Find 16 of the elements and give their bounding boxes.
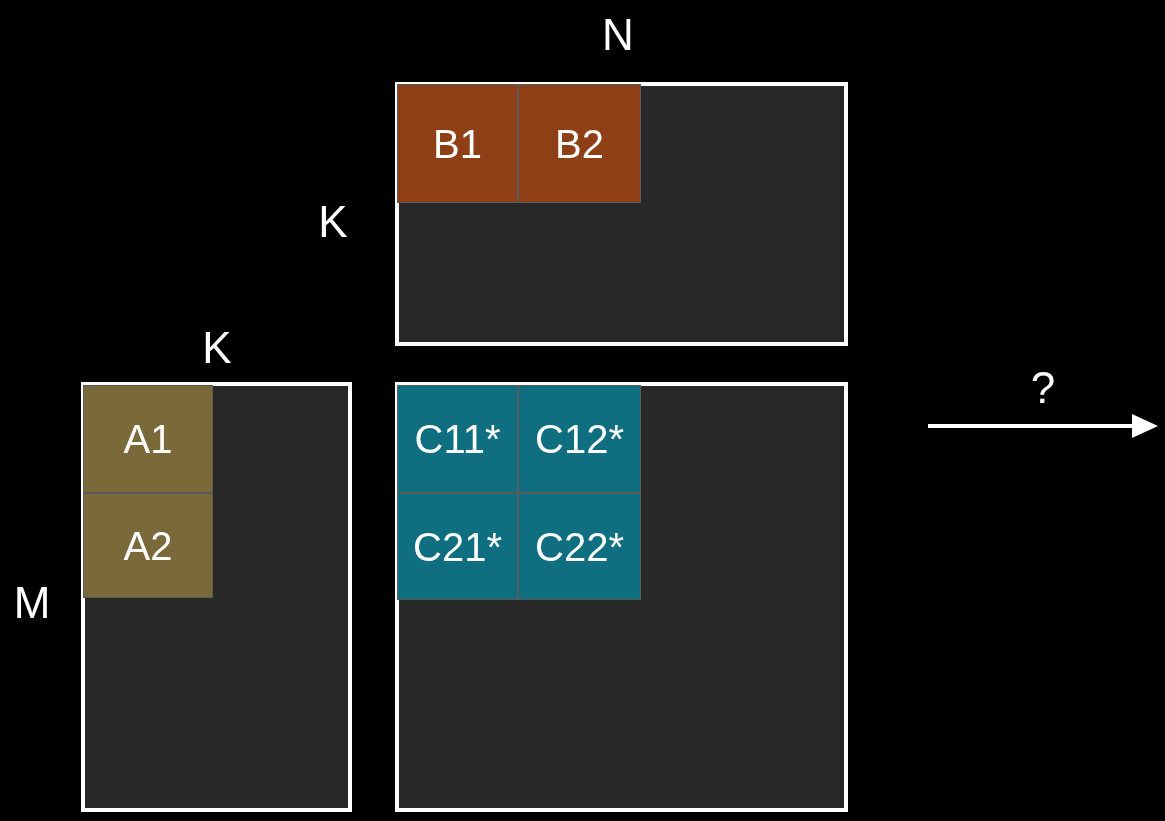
matrix-tile: A1	[83, 385, 213, 493]
dimension-label: K	[318, 200, 348, 244]
matrix-tile: C12*	[518, 385, 641, 493]
dimension-label: K	[202, 326, 232, 370]
matrix-tile: B2	[518, 84, 641, 203]
dimension-label: M	[13, 581, 51, 625]
matrix-box	[81, 382, 352, 812]
matrix-tile: C22*	[518, 493, 641, 600]
matrix-tile: A2	[83, 493, 213, 598]
dimension-label: N	[602, 13, 634, 57]
matrix-tile: C21*	[397, 493, 518, 600]
matrix-tile: B1	[397, 84, 518, 203]
matrix-box	[395, 382, 848, 812]
matrix-box	[395, 82, 848, 346]
arrow-label: ?	[1030, 366, 1056, 410]
matrix-tile: C11*	[397, 385, 518, 493]
